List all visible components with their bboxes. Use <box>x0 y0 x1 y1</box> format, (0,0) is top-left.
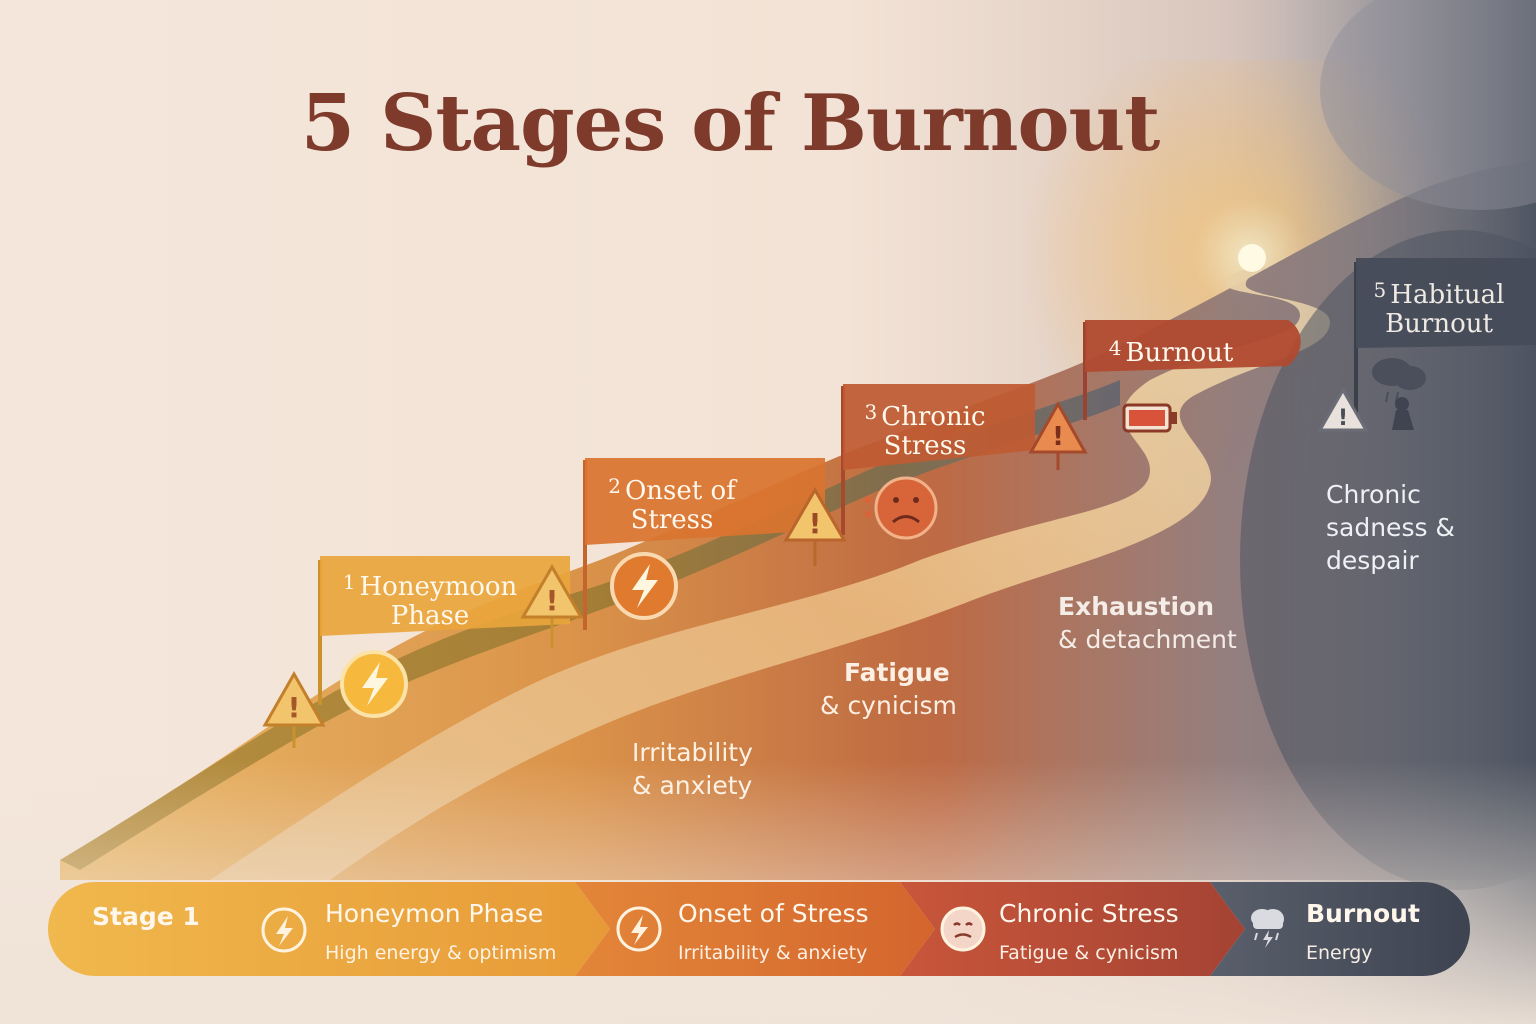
stage-4-description: Exhaustion & detachment <box>1058 592 1237 654</box>
warning-sign-icon: ! <box>520 564 584 648</box>
page-title: 5 Stages of Burnout <box>300 78 1161 169</box>
winding-path <box>210 266 1330 880</box>
svg-text:!: ! <box>288 691 301 724</box>
sun-icon <box>1238 244 1266 272</box>
svg-text:!: ! <box>1338 406 1348 431</box>
warning-sign-icon: ! <box>783 487 847 566</box>
sad-face-icon <box>940 906 986 952</box>
lightning-icon <box>616 906 662 952</box>
flag-4 <box>1083 320 1301 420</box>
segment-title: Honeymon Phase <box>325 899 544 928</box>
lightning-icon <box>610 552 678 620</box>
lightning-icon <box>340 650 408 718</box>
warning-sign-icon: ! <box>262 670 326 748</box>
svg-text:!: ! <box>1052 422 1064 452</box>
segment-subtitle: Irritability & anxiety <box>678 942 868 964</box>
flag-2 <box>583 458 825 630</box>
segment-subtitle: Energy <box>1306 942 1373 964</box>
flag-5 <box>1354 258 1536 420</box>
stage-3-description: Fatigue & cynicism <box>820 658 957 720</box>
segment-subtitle: High energy & optimism <box>325 942 557 964</box>
low-battery-icon <box>1122 403 1177 433</box>
svg-text:!: ! <box>546 584 559 617</box>
segment-title: Chronic Stress <box>999 899 1179 928</box>
stage-2-description: Irritability & anxiety <box>632 738 753 800</box>
flag-3 <box>841 384 1035 535</box>
storm-haze-top <box>1320 0 1536 210</box>
svg-text:!: ! <box>809 507 822 540</box>
stage-progress-bar: Stage 1 Honeymon Phase High energy & opt… <box>48 882 1470 976</box>
stage-5-description: Chronic sadness & despair <box>1326 480 1455 575</box>
segment-title: Onset of Stress <box>678 899 869 928</box>
storm-cloud-icon <box>1251 909 1284 948</box>
warning-sign-icon: ! <box>1028 400 1088 470</box>
segment-subtitle: Fatigue & cynicism <box>999 942 1179 964</box>
lightning-icon <box>261 907 307 953</box>
stage-label: Stage 1 <box>92 902 200 931</box>
storm-person-icon <box>1372 358 1426 430</box>
segment-title: Burnout <box>1306 899 1420 928</box>
storm-haze <box>1240 230 1536 890</box>
warning-sign-icon: ! <box>1317 386 1369 432</box>
stage-bar-shapes <box>48 882 1470 976</box>
flag-1 <box>318 556 570 705</box>
sad-face-icon <box>864 476 938 540</box>
